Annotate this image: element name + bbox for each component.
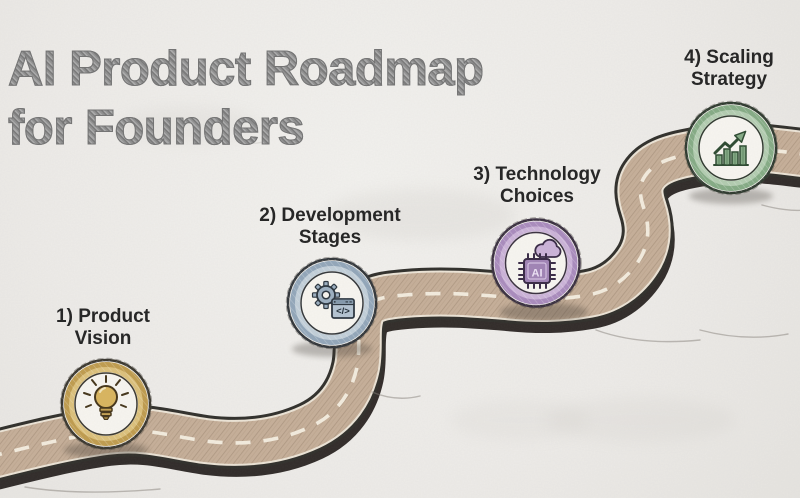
milestone-1-label-line2: Vision	[74, 328, 132, 350]
milestone-4-label-line2: Strategy	[690, 69, 768, 91]
milestone-4-label: 4) Scaling Strategy	[684, 47, 774, 91]
page-title-line2: for Founders	[8, 100, 306, 155]
milestone-2-label-line1: 2) Development	[259, 205, 401, 226]
milestone-4-label-line1: 4) Scaling	[684, 47, 774, 68]
milestone-2-label: 2) Development Stages	[259, 205, 400, 249]
milestone-2-label-line2: Stages	[298, 227, 362, 249]
page-title-line1: AI Product Roadmap	[8, 42, 485, 97]
milestone-3-label-line2: Choices	[500, 186, 574, 208]
milestone-3-label-line1: 3) Technology	[473, 164, 601, 185]
milestone-3-label: 3) Technology Choices	[473, 164, 600, 208]
page-title: AI Product Roadmap for Founders	[8, 40, 485, 158]
milestone-1-label-line1: 1) Product	[56, 306, 150, 327]
milestone-1-label: 1) Product Vision	[56, 306, 150, 350]
